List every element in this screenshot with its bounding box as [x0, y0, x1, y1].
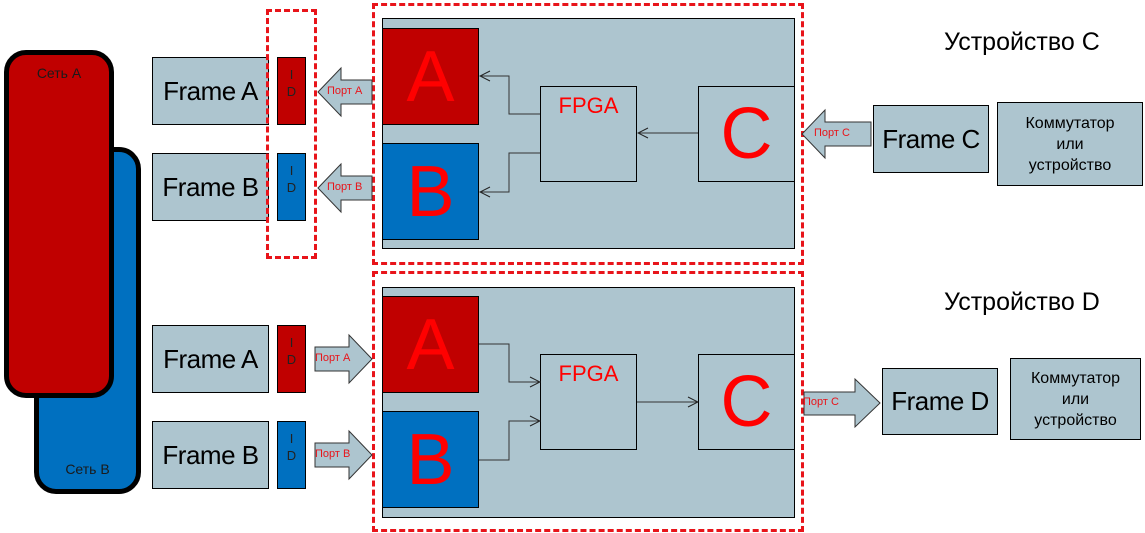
device-d-block-c: C: [698, 354, 795, 450]
device-d-boundary: [372, 271, 804, 532]
port-b-top-label: Порт B: [327, 181, 363, 193]
network-b-label: Сеть B: [65, 461, 110, 477]
device-d-title: Устройство D: [944, 288, 1100, 316]
frame-c: Frame C: [873, 105, 989, 173]
switch-line: устройство: [1028, 156, 1112, 174]
switch-line: или: [1061, 390, 1090, 408]
device-c-block-a: A: [382, 28, 479, 125]
switch-line: устройство: [1034, 411, 1117, 429]
id-dashed-boundary: [266, 9, 317, 259]
port-c-top-label: Порт C: [814, 127, 850, 139]
device-c-title: Устройство C: [944, 28, 1100, 56]
device-c-block-c: C: [698, 86, 795, 182]
switch-line: Коммутатор: [1030, 369, 1121, 387]
frame-b-bottom: Frame B: [152, 421, 269, 489]
port-a-bottom-label: Порт A: [315, 352, 351, 364]
frame-d: Frame D: [882, 368, 998, 435]
id-tag-letter: I: [289, 67, 294, 82]
port-c-bottom-label: Порт C: [803, 396, 839, 408]
device-d-block-b: B: [382, 411, 479, 508]
frame-a-bottom: Frame A: [152, 325, 269, 393]
switch-line: или: [1056, 135, 1084, 153]
port-b-bottom-label: Порт B: [315, 448, 351, 460]
id-tag-a-top: I D: [277, 57, 306, 125]
id-tag-letter: I: [289, 431, 294, 446]
id-tag-letter: I: [289, 335, 294, 350]
frame-a-top: Frame A: [152, 57, 269, 125]
network-a-label: Сеть A: [36, 65, 82, 81]
device-d-switch: Коммутатор или устройство: [1010, 358, 1141, 440]
switch-line: Коммутатор: [1025, 114, 1115, 132]
id-tag-letter: D: [286, 84, 297, 99]
id-tag-a-bottom: I D: [277, 325, 306, 393]
network-a: Сеть A: [4, 50, 114, 398]
device-c-switch: Коммутатор или устройство: [997, 102, 1143, 186]
device-d-block-a: A: [382, 296, 479, 393]
id-tag-letter: D: [286, 448, 297, 463]
frame-b-top: Frame B: [152, 153, 269, 221]
id-tag-letter: D: [286, 180, 297, 195]
port-a-top-label: Порт A: [327, 85, 363, 97]
id-tag-letter: I: [289, 163, 294, 178]
id-tag-b-bottom: I D: [277, 421, 306, 489]
id-tag-b-top: I D: [277, 153, 306, 221]
device-d-fpga: FPGA: [540, 354, 637, 450]
id-tag-letter: D: [286, 352, 297, 367]
device-c-fpga: FPGA: [540, 86, 637, 182]
device-c-block-b: B: [382, 143, 479, 240]
